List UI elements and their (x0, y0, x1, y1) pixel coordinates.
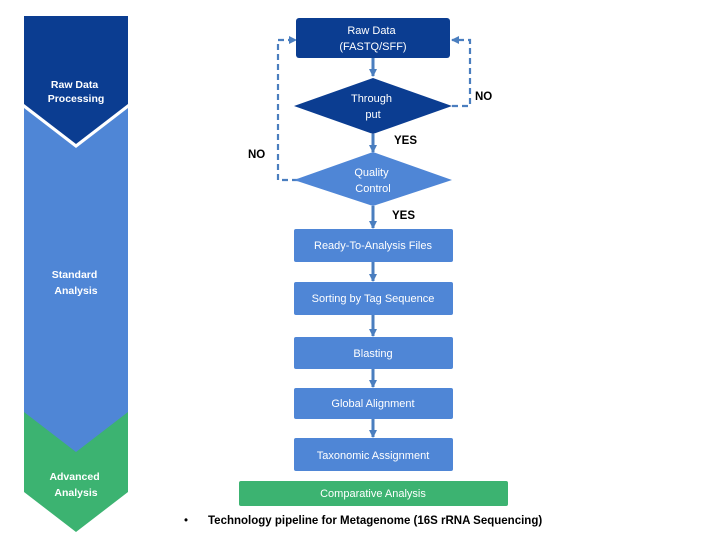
stage-chevron-standard-analysis (24, 108, 128, 460)
step-ready-to-analysis-files (294, 229, 453, 262)
figure-caption: • Technology pipeline for Metagenome (16S… (184, 515, 684, 527)
stage-label-line: Processing (48, 93, 105, 105)
stage-label-line: Raw Data (51, 79, 98, 91)
no-label-quality-control: NO (248, 149, 265, 161)
caption-bullet: • (184, 515, 189, 527)
node-label-line: put (365, 109, 380, 121)
step-label: Sorting by Tag Sequence (312, 293, 435, 305)
throughput-decision (294, 78, 452, 134)
no-loop-left-connector (276, 36, 298, 182)
stage-chevron-raw-data-processing (24, 16, 128, 144)
stage-label-standard-analysis: Standard Analysis (52, 269, 100, 297)
yes-label-throughput: YES (394, 135, 417, 147)
caption-text: Technology pipeline for Metagenome (16S … (208, 515, 543, 527)
node-label-line: Through (351, 93, 392, 105)
raw-data-node-label: Raw Data (FASTQ/SFF) (339, 25, 406, 53)
stage-label-advanced-analysis: Advanced Analysis (49, 471, 102, 499)
step-blasting (294, 337, 453, 369)
stage-label-line: Analysis (54, 285, 97, 297)
node-label-line: (FASTQ/SFF) (339, 41, 406, 53)
no-loop-right-connector (451, 36, 472, 108)
stage-label-line: Advanced (49, 471, 99, 483)
quality-control-decision-label: Quality Control (354, 167, 391, 195)
step-comparative-analysis (239, 481, 508, 506)
step-sorting-by-tag-sequence (294, 282, 453, 315)
step-global-alignment (294, 388, 453, 419)
stage-label-line: Analysis (54, 487, 97, 499)
throughput-decision-label: Through put (351, 93, 395, 121)
stage-label-raw-data-processing: Raw Data Processing (48, 79, 105, 105)
node-label-line: Quality (354, 167, 389, 179)
quality-control-decision (294, 152, 452, 206)
step-label: Global Alignment (331, 398, 414, 410)
yes-label-quality-control: YES (392, 210, 415, 222)
no-label-throughput: NO (475, 91, 492, 103)
node-label-line: Control (355, 183, 390, 195)
node-label-line: Raw Data (347, 25, 396, 37)
raw-data-node (296, 18, 450, 58)
stage-chevron-advanced-analysis (24, 412, 128, 532)
step-label: Blasting (353, 348, 392, 360)
step-label: Taxonomic Assignment (317, 450, 430, 462)
step-taxonomic-assignment (294, 438, 453, 471)
step-label: Comparative Analysis (320, 488, 426, 500)
step-label: Ready-To-Analysis Files (314, 240, 432, 252)
stage-label-line: Standard (52, 269, 98, 281)
